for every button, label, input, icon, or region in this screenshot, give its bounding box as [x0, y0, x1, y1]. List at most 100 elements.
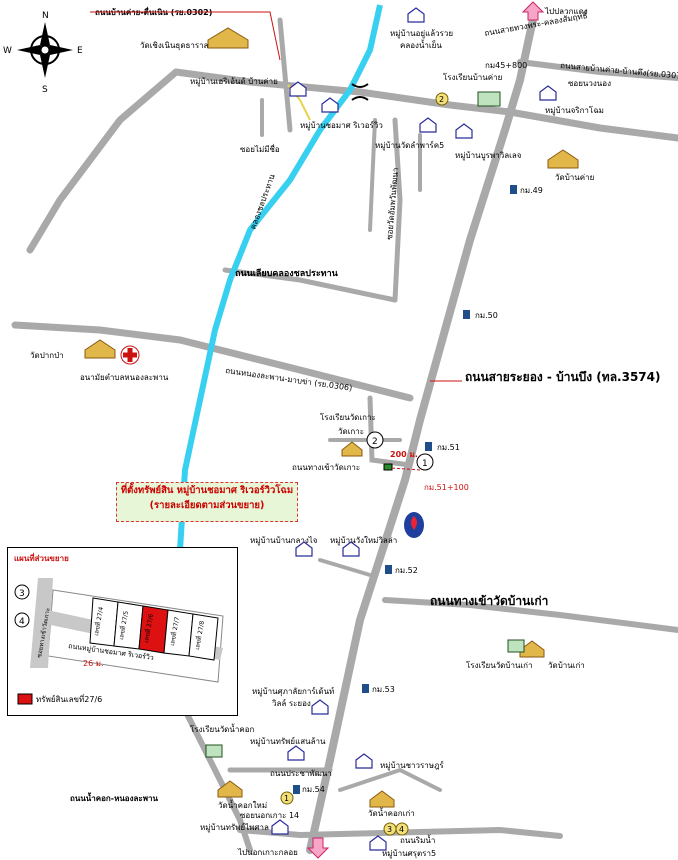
place-wat-nam-khok-mai: วัดน้ำคอกใหม่ — [218, 799, 267, 810]
house-icon — [287, 745, 305, 761]
bridge-icon — [351, 83, 369, 101]
place-mb-klang: หมู่บ้านบ้านกลางไจ — [250, 536, 318, 546]
marker-3-yellow: 3 — [383, 822, 397, 836]
place-mb-charak: หมู่บ้านจริกาโฉม — [545, 105, 604, 116]
bottom-right-road — [338, 767, 442, 792]
place-mb-sap: หมู่บ้านทรัพย์แสนล้าน — [250, 736, 326, 747]
km-50: กม.50 — [475, 311, 498, 320]
road-label-main: ถนนสายระยอง - บ้านบึง (ทล.3574) — [465, 370, 661, 384]
v-road2 — [368, 118, 377, 232]
inset-side-road — [30, 578, 53, 668]
compass-w: W — [3, 46, 12, 56]
property-location-marker — [383, 463, 393, 471]
km-marker-icons — [293, 185, 517, 794]
road-label-soi: ซอยไม่มีชื่อ — [240, 143, 280, 154]
house-icon — [271, 819, 289, 835]
km-53: กม.53 — [372, 685, 395, 694]
temple-icons — [84, 27, 579, 808]
place-mb-bangwai: หมู่บ้านอยู่แล้วรวย — [390, 29, 453, 39]
svg-text:3: 3 — [387, 825, 392, 834]
house-icon — [289, 81, 307, 97]
temple-icon — [341, 441, 363, 457]
place-wat-choen: วัดเชิงเนินธุดธาราส — [140, 41, 209, 50]
road-label-pracha: ถนนประชาพัฒนา — [270, 769, 332, 778]
km-51: กม.51 — [437, 443, 460, 452]
inset-marker-3: 3 — [14, 584, 30, 600]
place-mb-sap2: หมู่บ้านทรัพย์ไพศาล — [200, 822, 269, 833]
place-mb-suphat: หมู่บ้านศุภาลัยการ์เด้นท์ — [252, 686, 334, 697]
svg-text:2: 2 — [372, 437, 378, 447]
road-label-rim-nam: ถนนริมน้ำ — [400, 834, 435, 845]
inset-dist: 26 ม. — [83, 659, 104, 668]
upper-road — [172, 68, 678, 142]
road-label-old-wat: ถนนทางเข้าวัดบ้านเก่า — [430, 594, 548, 608]
km-54: กม.54 — [302, 785, 325, 794]
distance-200: 200 ม. — [390, 450, 418, 459]
compass-n: N — [42, 11, 49, 21]
house-icon — [455, 123, 473, 139]
inset-canvas: แผนที่ส่วนขยาย เลขที่ 27/4 เลขที่ 27/5 เ… — [14, 552, 224, 705]
klong-road — [222, 267, 398, 303]
house-icon — [342, 541, 360, 557]
top-short-road — [277, 17, 293, 133]
temple-icon — [84, 339, 116, 359]
house-icon — [369, 835, 387, 851]
place-mb-burapha: หมู่บ้านบูรพาวิลเลจ — [455, 151, 522, 161]
road-label-pluak-daeng: ไปปลวกแดง — [544, 7, 588, 16]
lower-left-road — [318, 558, 372, 577]
temple-icon — [217, 780, 243, 798]
middle-road — [11, 321, 414, 402]
inset-map: แผนที่ส่วนขยาย เลขที่ 27/4 เลขที่ 27/5 เ… — [7, 547, 238, 716]
old-wat-road — [382, 597, 678, 633]
road-label-soi-right: ซอยนวงนอง — [568, 79, 611, 88]
place-mb-wattham: หมู่บ้านวัดลำพาร์ค5 — [375, 140, 444, 151]
place-school-nam-khok: โรงเรียนวัดน้ำคอก — [190, 723, 254, 734]
compass-e: E — [77, 46, 83, 56]
house-icon — [355, 753, 373, 769]
road-label-to-bottom: ไปนอกเกาะกลอย — [237, 848, 298, 857]
place-mb-somrit: หมู่บ้านชอมาศ ริเวอร์วิว — [300, 120, 383, 131]
right-top-road — [517, 59, 678, 81]
marker-1: 1 — [416, 453, 434, 471]
svg-text:4: 4 — [399, 825, 404, 834]
temple-icon — [207, 27, 249, 49]
house-icon — [295, 541, 313, 557]
house-icon — [407, 7, 425, 23]
school-icon — [507, 639, 525, 653]
road-label-wat-ko: ถนนทางเข้าวัดเกาะ — [292, 463, 360, 472]
svg-text:1: 1 — [284, 794, 289, 803]
place-health: อนามัยตำบลหนองละพาน — [80, 373, 169, 382]
compass-s: S — [42, 85, 48, 95]
v-road — [392, 117, 403, 303]
canal — [177, 4, 383, 551]
soi-nong-ta: ซอยนอกเกาะ 14 — [240, 811, 299, 820]
house-icon — [419, 117, 437, 133]
wat-ko-road — [367, 395, 413, 468]
place-school-old: โรงเรียนวัดบ้านเก่า — [466, 660, 532, 670]
place-wat-ban-khai: วัดบ้านค่าย — [555, 173, 594, 182]
svg-text:4: 4 — [19, 617, 25, 627]
svg-text:3: 3 — [19, 589, 25, 599]
place-wat-old: วัดบ้านเก่า — [548, 661, 585, 670]
callout-line1: ที่ตั้งทรัพย์สิน หมู่บ้านชอมาศ ริเวอร์วิ… — [120, 485, 294, 496]
place-wat-pak-pa: วัดปากป่า — [30, 351, 64, 360]
house-icon — [321, 97, 339, 113]
compass: N S E W — [3, 11, 83, 95]
temple-icon — [369, 790, 395, 808]
road-label-right: ถนนสายบ้านค่าย-บ้านตึง(รย.0307) — [560, 61, 678, 81]
legend-swatch — [17, 693, 33, 705]
place-wat-ko: วัดเกาะ — [338, 427, 364, 436]
property-callout: ที่ตั้งทรัพย์สิน หมู่บ้านชอมาศ ริเวอร์วิ… — [116, 482, 298, 522]
km-52: กม.52 — [395, 566, 418, 575]
inset-marker-4: 4 — [14, 612, 30, 628]
house-icon — [539, 85, 557, 101]
leader-line — [90, 11, 281, 61]
inset-title: แผนที่ส่วนขยาย — [14, 552, 69, 563]
place-school-ban-khai: โรงเรียนบ้านค่าย — [443, 72, 502, 82]
marker-4-yellow: 4 — [395, 822, 409, 836]
km-49: กม.49 — [520, 186, 543, 195]
marker-1-yellow: 1 — [280, 791, 294, 805]
house-icon — [311, 699, 329, 715]
